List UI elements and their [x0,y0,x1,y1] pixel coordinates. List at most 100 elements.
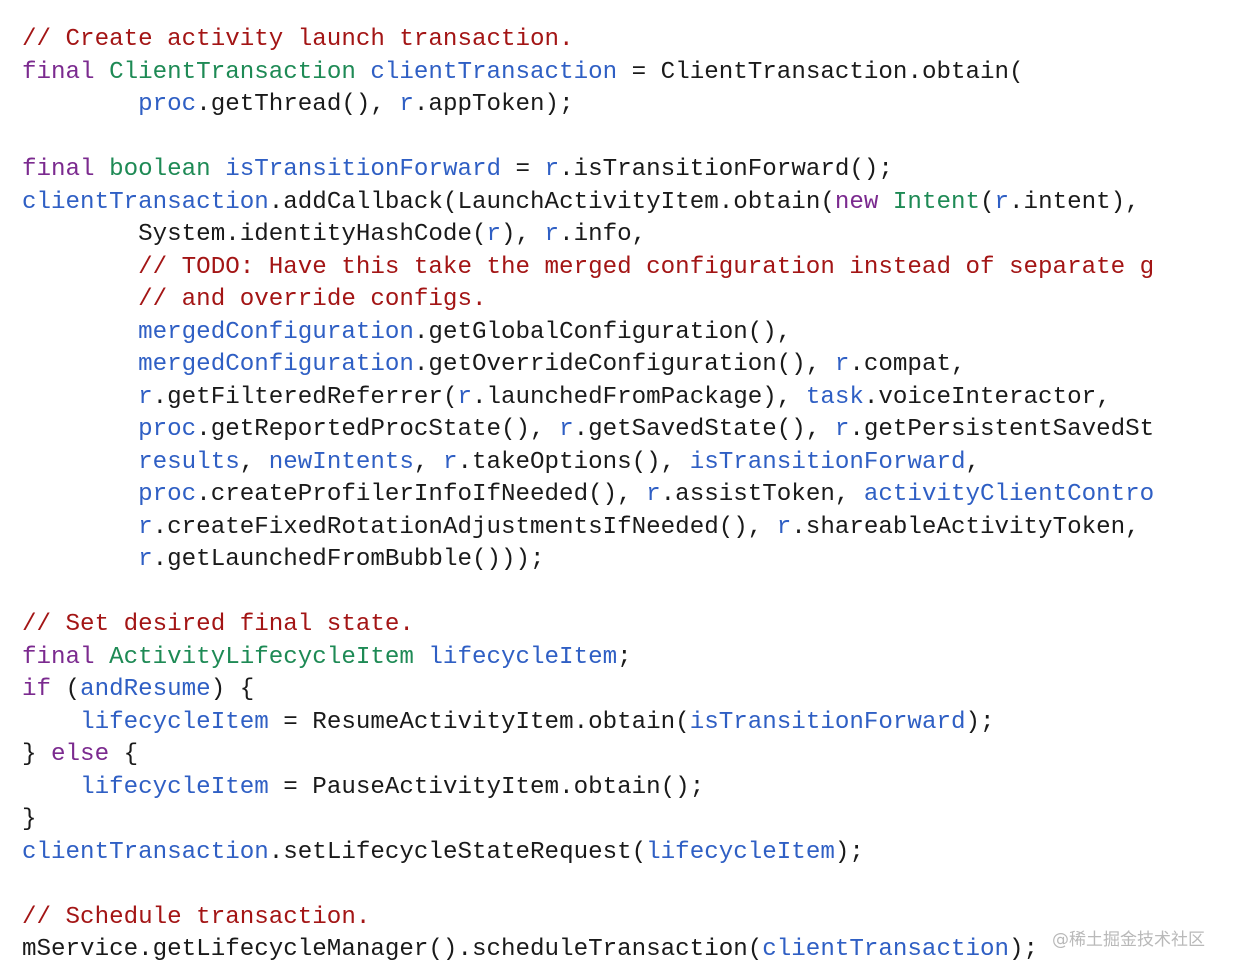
code-line: if (andResume) { [22,674,1238,707]
code-token-ident: r [457,383,472,411]
code-line: r.createFixedRotationAdjustmentsIfNeeded… [22,512,1238,545]
code-token-ident: clientTransaction [762,936,1010,963]
code-token-ident: newIntents [268,448,414,476]
code-token-ident: r [138,546,153,573]
code-token-ident: r [776,513,792,541]
code-token-ident: mergedConfiguration [138,351,414,378]
code-token-ident: proc [138,91,197,118]
code-token-plain [22,91,138,118]
code-line: mergedConfiguration.getGlobalConfigurati… [22,317,1238,350]
code-token-plain: .voiceInteractor, [863,383,1111,411]
code-token-comment: // and override configs. [138,286,487,313]
code-token-plain: = ClientTransaction.obtain( [617,58,1024,86]
code-line: mergedConfiguration.getOverrideConfigura… [22,349,1238,382]
code-token-plain: { [109,741,139,768]
code-token-plain: .getThread(), [196,91,400,118]
code-token-ident: lifecycleItem [428,643,618,671]
code-token-keyword: final [22,156,110,183]
code-token-plain: .launchedFromPackage), [471,383,806,411]
code-token-plain: .takeOptions(), [457,448,690,476]
code-line [22,869,1238,902]
code-token-plain: .createProfilerInfoIfNeeded(), [196,481,647,508]
code-token-plain: ) { [210,676,255,703]
code-token-comment: // Set desired final state. [22,611,414,638]
code-token-plain: ); [965,708,995,736]
code-token-ident: isTransitionForward [689,448,966,476]
code-token-ident: results [138,448,240,476]
code-token-ident: proc [138,481,197,508]
code-token-plain [22,286,138,313]
code-token-plain: .addCallback(LaunchActivityItem.obtain( [268,188,835,216]
code-token-plain: ; [617,643,632,671]
code-token-plain: ( [980,188,995,216]
code-token-keyword: if [22,676,66,703]
code-token-ident: isTransitionForward [225,156,502,183]
code-token-plain: .isTransitionForward(); [559,156,893,183]
code-token-plain: = [501,156,545,183]
code-token-plain [22,514,138,541]
code-token-plain: = ResumeActivityItem.obtain( [268,708,690,736]
code-token-plain [22,709,80,736]
code-line: // Set desired final state. [22,609,1238,642]
code-token-plain [22,546,138,573]
code-token-plain: .getPersistentSavedSt [849,416,1155,443]
code-token-plain: , [239,448,269,476]
code-token-ident: isTransitionForward [689,708,966,736]
code-token-plain: .appToken); [413,91,574,118]
code-line: proc.getReportedProcState(), r.getSavedS… [22,414,1238,447]
code-token-plain: , [413,448,443,476]
code-token-ident: proc [138,416,197,443]
code-line: lifecycleItem = PauseActivityItem.obtain… [22,772,1238,805]
code-line: results, newIntents, r.takeOptions(), is… [22,447,1238,480]
code-token-ident: r [138,383,153,411]
code-token-plain: ( [65,676,81,703]
code-token-plain [22,319,138,346]
code-token-plain [22,416,138,443]
code-line: // Create activity launch transaction. [22,24,1238,57]
code-token-comment: // Create activity launch transaction. [22,26,574,53]
code-token-plain: ), [501,221,545,248]
code-token-type: Intent [892,188,981,216]
code-token-ident: r [646,481,661,508]
code-token-type: ClientTransaction [109,58,371,86]
code-line: mService.getLifecycleManager().scheduleT… [22,934,1238,967]
code-token-ident: activityClientContro [863,481,1155,508]
code-line: clientTransaction.setLifecycleStateReque… [22,837,1238,870]
code-token-plain: .getGlobalConfiguration(), [413,318,792,346]
code-line [22,122,1238,155]
code-token-ident: andResume [80,676,211,703]
code-line: final ActivityLifecycleItem lifecycleIte… [22,642,1238,675]
code-token-comment: // Schedule transaction. [22,903,371,931]
code-token-plain [22,774,80,801]
code-line: r.getLaunchedFromBubble())); [22,544,1238,577]
code-token-plain: System.identityHashCode( [22,221,487,248]
code-token-ident: r [544,221,560,248]
code-token-plain: mService.getLifecycleManager().scheduleT… [22,936,763,963]
code-token-plain: , [965,448,981,476]
code-token-ident: lifecycleItem [80,708,269,736]
code-token-ident: task [805,383,864,411]
code-token-plain: .intent), [1009,188,1140,216]
code-token-plain: .assistToken, [660,481,864,508]
code-token-plain: = PauseActivityItem.obtain(); [268,773,705,801]
code-token-ident: r [138,513,153,541]
code-token-plain: ); [1009,936,1039,963]
code-token-plain [22,449,138,476]
code-line: } else { [22,739,1238,772]
code-token-plain: .getLaunchedFromBubble())); [152,546,545,573]
code-line: final boolean isTransitionForward = r.is… [22,154,1238,187]
code-line: } [22,804,1238,837]
code-token-plain: .setLifecycleStateRequest( [268,838,647,866]
code-token-ident: r [834,416,850,443]
code-editor: // Create activity launch transaction. fi… [22,24,1238,977]
code-token-ident: lifecycleItem [646,838,835,866]
code-token-type: ActivityLifecycleItem [109,643,429,671]
code-line: proc.createProfilerInfoIfNeeded(), r.ass… [22,479,1238,512]
code-token-ident: clientTransaction [22,188,269,216]
code-token-plain: .getReportedProcState(), [196,416,560,443]
code-token-ident: r [486,221,501,248]
code-token-plain: .shareableActivityToken, [791,513,1140,541]
code-token-plain: .info, [559,221,647,248]
code-token-plain: .getFilteredReferrer( [152,383,458,411]
code-token-ident: r [442,448,458,476]
